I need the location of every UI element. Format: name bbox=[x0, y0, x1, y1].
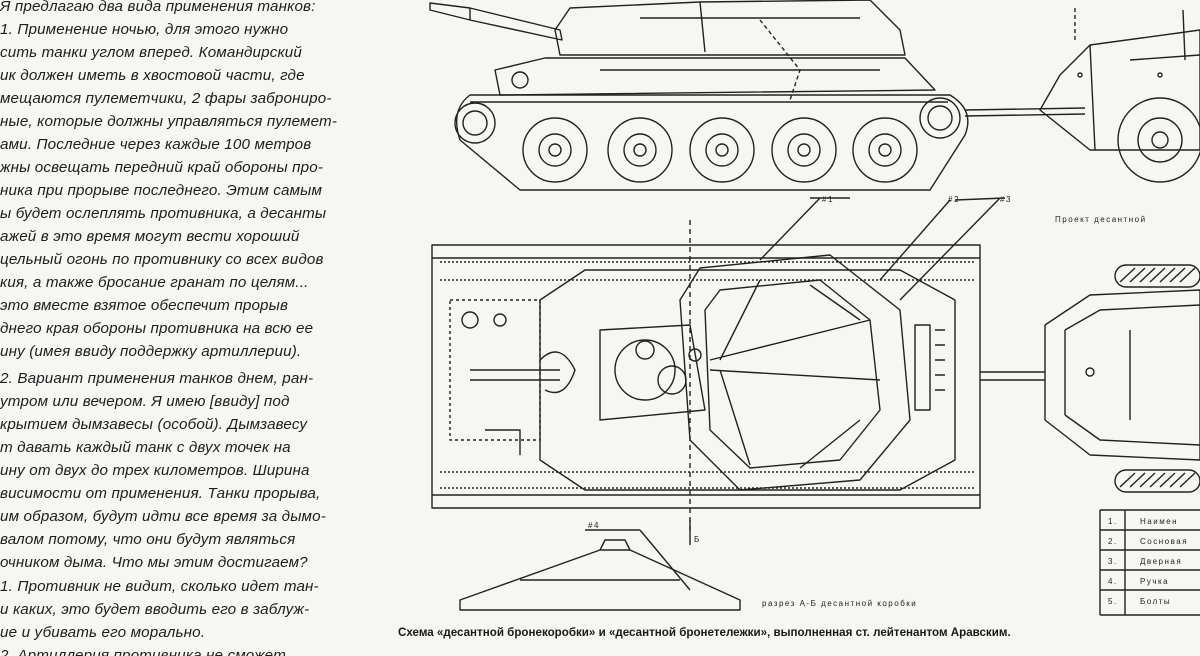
project-title-label: Проект десантной bbox=[1055, 215, 1147, 224]
callout-label: #2 bbox=[948, 195, 960, 204]
text-line: 2. Вариант применения танков днем, ран- bbox=[0, 370, 314, 387]
text-line: днего края обороны противника на всю ее bbox=[0, 320, 314, 337]
callout-label: #3 bbox=[1000, 195, 1012, 204]
trailer-plan-view bbox=[1044, 264, 1200, 493]
tank-side-view bbox=[429, 0, 1086, 191]
text-line: т давать каждый танк с двух точек на bbox=[0, 439, 291, 456]
text-line: ами. Последние через каждые 100 метров bbox=[0, 136, 312, 153]
legend-row-num: 2. bbox=[1108, 537, 1118, 546]
text-line: крытием дымзавесы (особой). Дымзавесу bbox=[0, 416, 308, 433]
tank-plan-view bbox=[431, 197, 1045, 530]
legend-row-num: 3. bbox=[1108, 557, 1118, 566]
text-line: и каких, это будет вводить его в заблуж- bbox=[0, 601, 310, 618]
text-line: им образом, будут идти все время за дымо… bbox=[0, 508, 326, 525]
text-line: ину от двух до трех километров. Ширина bbox=[0, 462, 310, 479]
legend-row-text: Ручка bbox=[1140, 577, 1169, 586]
text-line: 1. Противник не видит, сколько идет тан- bbox=[0, 578, 319, 595]
callout-label: #1 bbox=[822, 195, 834, 204]
text-line: жны освещать передний край обороны про- bbox=[0, 159, 324, 176]
text-line: мещаются пулеметчики, 2 фары заброниро- bbox=[0, 90, 332, 107]
text-line: утром или вечером. Я имею [ввиду] под bbox=[0, 393, 290, 410]
text-line: ие и убивать его морально. bbox=[0, 624, 206, 641]
text-line: 1. Применение ночью, для этого нужно bbox=[0, 21, 289, 38]
legend-row-text: Наимен bbox=[1140, 517, 1178, 526]
text-line: Я предлагаю два вида применения танков: bbox=[0, 0, 316, 15]
cut-mark-label: Б bbox=[694, 535, 701, 544]
text-line: очником дыма. Что мы этим достигаем? bbox=[0, 554, 308, 571]
text-line: цельный огонь по противнику со всех видо… bbox=[0, 251, 324, 268]
legend-row-text: Сосновая bbox=[1140, 537, 1188, 546]
legend-row-num: 1. bbox=[1108, 517, 1118, 526]
text-line: это вместе взятое обеспечит прорыв bbox=[0, 297, 289, 314]
text-line: сить танки углом вперед. Командирский bbox=[0, 44, 302, 61]
text-line: кия, а также бросание гранат по целям... bbox=[0, 274, 309, 291]
text-line: валом потому, что они будут являться bbox=[0, 531, 296, 548]
text-line: ину (имея ввиду поддержку артиллерии). bbox=[0, 343, 302, 360]
technical-drawing: Проект десантной разрез А-Б десантной ко… bbox=[429, 0, 1200, 616]
callout-label: #4 bbox=[588, 521, 600, 530]
legend-row-text: Болты bbox=[1140, 597, 1171, 606]
trailer-side-view bbox=[1039, 5, 1200, 183]
figure-caption: Схема «десантной бронекоробки» и «десант… bbox=[398, 626, 1011, 639]
legend-row-text: Дверная bbox=[1140, 557, 1182, 566]
text-line: ы будет ослеплять противника, а десанты bbox=[0, 205, 327, 222]
text-line: ника при прорыве последнего. Этим самым bbox=[0, 182, 323, 199]
section-label: разрез А-Б десантной коробки bbox=[762, 599, 917, 608]
legend-row-num: 4. bbox=[1108, 577, 1118, 586]
legend-row-num: 5. bbox=[1108, 597, 1118, 606]
section-drawing bbox=[459, 520, 741, 611]
text-line: 2. Артиллерия противника не сможет bbox=[0, 647, 286, 656]
text-line: висимости от применения. Танки прорыва, bbox=[0, 485, 321, 502]
text-line: ные, которые должны управляться пулемет- bbox=[0, 113, 338, 130]
text-line: ажей в это время могут вести хороший bbox=[0, 228, 300, 245]
text-column: Я предлагаю два вида применения танков: … bbox=[0, 0, 385, 656]
text-line: ик должен иметь в хвостовой части, где bbox=[0, 67, 305, 84]
legend-table bbox=[1099, 509, 1200, 616]
